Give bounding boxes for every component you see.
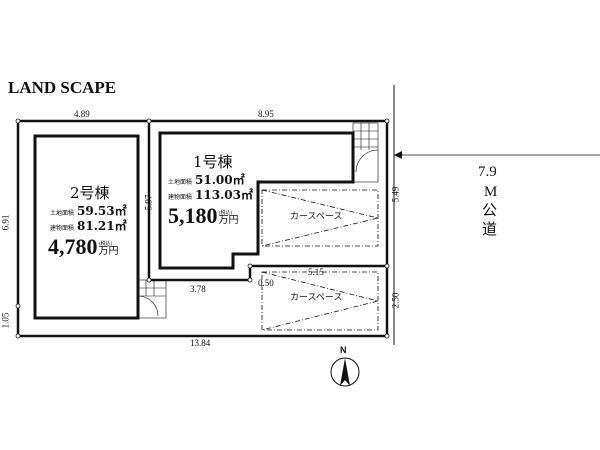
dim-right-lower: 2.50 — [390, 292, 401, 309]
road-arrow-icon — [394, 151, 402, 159]
building-2-outline — [33, 134, 140, 320]
dim-top-right: 8.95 — [258, 109, 274, 119]
dim-left-upper: 6.91 — [0, 214, 11, 231]
survey-points — [15, 118, 390, 339]
carport-1 — [261, 189, 379, 247]
dim-right-upper: 5.49 — [390, 186, 401, 203]
building-area-label: 建物面積 — [50, 225, 75, 232]
tax-note: (税込) — [98, 241, 113, 247]
price-unit: 万円 — [218, 215, 239, 226]
land-area-value: 51.00㎡ — [195, 173, 245, 187]
dim-step: 3.78 — [190, 284, 206, 294]
page-title: LAND SCAPE — [8, 78, 117, 97]
land-area-label: 土地面積 — [168, 179, 193, 186]
entrance-1 — [352, 122, 379, 183]
building-1-name: 1号棟 — [193, 153, 233, 171]
dim-carport-width: 5.15 — [308, 267, 324, 277]
dim-left-lower: 1.05 — [0, 312, 11, 329]
dim-middle: 5.97 — [143, 194, 154, 211]
road-type-2: 道 — [482, 222, 498, 238]
carport-2 — [261, 271, 379, 331]
price-unit: 万円 — [98, 246, 119, 257]
tax-note: (税込) — [218, 210, 233, 216]
dim-top-left: 4.89 — [74, 109, 90, 119]
building-1-price: 5,180(税込)万円 — [168, 205, 239, 227]
land-area-value: 59.53㎡ — [77, 204, 127, 218]
building-2-name: 2号棟 — [70, 184, 110, 202]
north-label: N — [340, 345, 347, 355]
carport-1-label: カースペース — [290, 212, 343, 222]
price-value: 5,180 — [168, 203, 218, 228]
price-value: 4,780 — [48, 234, 98, 259]
building-2-price: 4,780(税込)万円 — [48, 236, 119, 258]
building-area-label: 建物面積 — [168, 194, 193, 201]
road-unit: M — [484, 184, 498, 200]
land-area-label: 土地面積 — [50, 210, 75, 217]
dim-jog: 0.50 — [258, 278, 274, 288]
north-needle-icon — [340, 358, 350, 386]
entrance-2 — [137, 279, 167, 319]
building-area-value: 81.21㎡ — [77, 219, 127, 233]
building-area-value: 113.03㎡ — [195, 188, 253, 202]
dim-bottom: 13.84 — [190, 338, 211, 348]
road-type-1: 公 — [482, 203, 498, 219]
road-width: 7.9 — [478, 164, 497, 180]
carport-2-label: カースペース — [290, 293, 343, 303]
